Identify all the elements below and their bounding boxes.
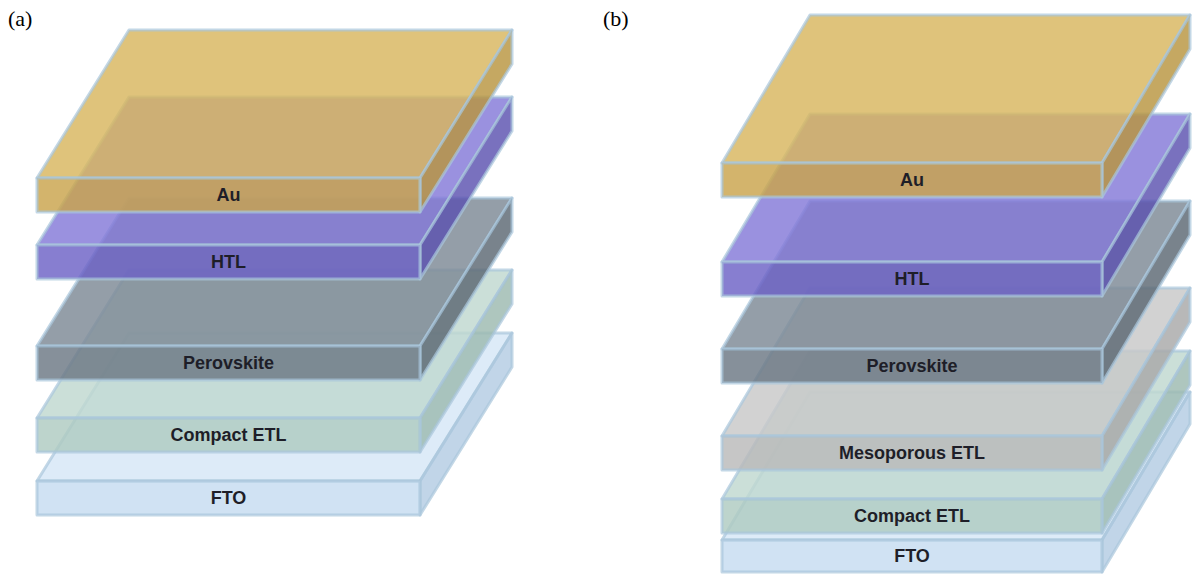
layer-label: Au <box>722 163 1102 197</box>
layer-slab: Au <box>722 15 1190 197</box>
slab-face <box>37 418 420 452</box>
layer-label: Au <box>37 178 420 212</box>
layer-label: Perovskite <box>722 349 1102 383</box>
slab-shape <box>719 12 1193 200</box>
layer-label: Compact ETL <box>722 499 1102 533</box>
slab-face <box>37 178 420 212</box>
layer-label: FTO <box>37 481 420 515</box>
layer-label: Compact ETL <box>37 418 420 452</box>
layer-label: HTL <box>37 245 420 279</box>
slab-face <box>37 481 420 515</box>
slab-face <box>722 349 1102 383</box>
slab-face <box>1102 15 1190 197</box>
slab-face <box>722 163 1102 197</box>
panel-label: (a) <box>8 6 32 32</box>
panel-label: (b) <box>603 6 629 32</box>
slab-shape <box>34 27 515 215</box>
slab-face <box>420 30 512 212</box>
layer-slab: Au <box>37 30 512 212</box>
layer-label: HTL <box>722 262 1102 296</box>
slab-face <box>37 245 420 279</box>
slab-face <box>722 499 1102 533</box>
slab-face <box>722 262 1102 296</box>
slab-face <box>722 540 1102 572</box>
slab-face <box>37 346 420 380</box>
layer-label: Perovskite <box>37 346 420 380</box>
layer-label: Mesoporous ETL <box>722 436 1102 470</box>
slab-face <box>722 436 1102 470</box>
layer-label: FTO <box>722 540 1102 572</box>
